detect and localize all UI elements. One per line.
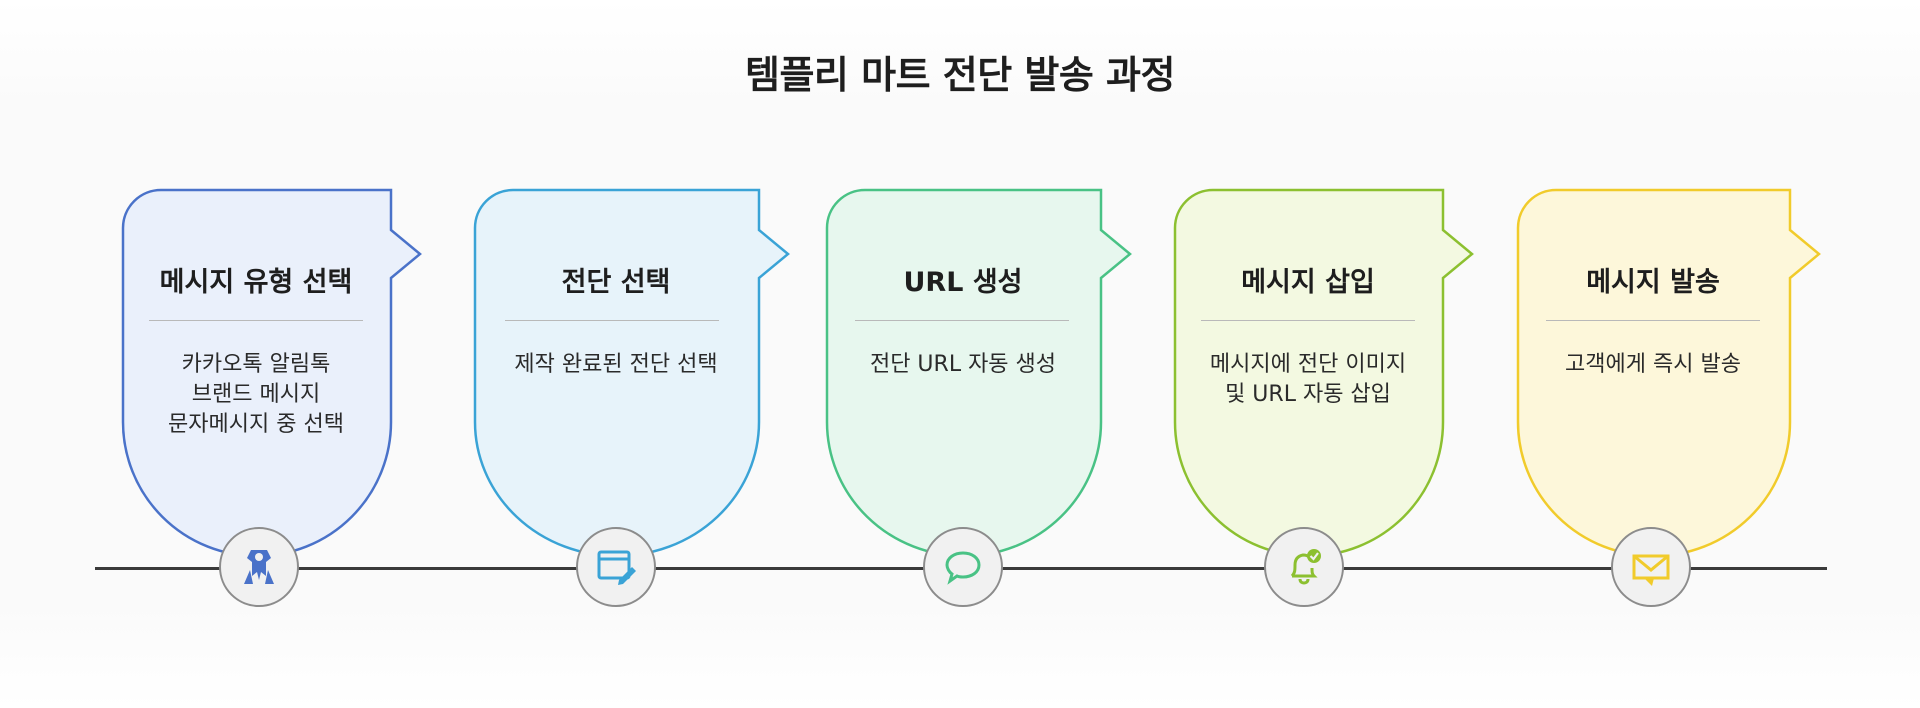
step-description: 메시지에 전단 이미지 및 URL 자동 삽입 [1177, 350, 1439, 410]
step-divider [505, 320, 719, 321]
step-heading: 메시지 삽입 [1241, 267, 1375, 298]
bell-check-icon [1290, 549, 1321, 585]
person-ui-icon [244, 550, 274, 584]
step-node-2 [576, 527, 656, 607]
step-description-line: 메시지에 전단 이미지 [1209, 352, 1407, 377]
step-divider [855, 320, 1069, 321]
step-card-outline [1173, 188, 1474, 558]
step-card-outline [121, 188, 422, 558]
step-description: 고객에게 즉시 발송 [1516, 350, 1790, 380]
step-divider [1546, 320, 1760, 321]
step-card-shape [121, 188, 422, 558]
edit-window-icon [597, 550, 636, 585]
envelope-icon [1632, 554, 1670, 586]
speech-bubble-icon [945, 551, 981, 585]
step-description-line: 브랜드 메시지 [191, 382, 321, 407]
step-card-shape [1516, 188, 1821, 558]
step-card-outline [473, 188, 790, 558]
step-heading: URL 생성 [903, 267, 1023, 298]
step-description-line: 문자메시지 중 선택 [168, 412, 344, 437]
step-card-4: 메시지 삽입 메시지에 전단 이미지 및 URL 자동 삽입 [1173, 188, 1474, 558]
step-heading: 메시지 유형 선택 [159, 267, 353, 298]
step-card-5: 메시지 발송 고객에게 즉시 발송 [1516, 188, 1821, 558]
step-description-line: 고객에게 즉시 발송 [1565, 352, 1741, 377]
step-heading: 메시지 발송 [1586, 267, 1720, 298]
step-divider [1201, 320, 1415, 321]
step-description-line: 전단 URL 자동 생성 [869, 352, 1057, 377]
step-card-2: 전단 선택 제작 완료된 전단 선택 [473, 188, 790, 558]
step-card-shape [825, 188, 1132, 558]
step-node-4 [1264, 527, 1344, 607]
step-description: 제작 완료된 전단 선택 [473, 350, 759, 380]
step-node-1 [219, 527, 299, 607]
step-description-line: 제작 완료된 전단 선택 [514, 352, 718, 377]
step-card-shape [473, 188, 790, 558]
step-card-shape [1173, 188, 1474, 558]
diagram-title: 템플리 마트 전단 발송 과정 [745, 53, 1175, 97]
step-card-outline [1516, 188, 1821, 558]
step-node-3 [923, 527, 1003, 607]
step-description-line: 및 URL 자동 삽입 [1225, 382, 1391, 407]
step-description: 카카오톡 알림톡 브랜드 메시지 문자메시지 중 선택 [125, 350, 387, 440]
step-heading: 전단 선택 [561, 267, 671, 298]
step-description-line: 카카오톡 알림톡 [181, 352, 331, 377]
step-divider [149, 320, 363, 321]
step-card-3: URL 생성 전단 URL 자동 생성 [825, 188, 1132, 558]
step-description: 전단 URL 자동 생성 [825, 350, 1101, 380]
step-card-outline [825, 188, 1132, 558]
step-card-1: 메시지 유형 선택 카카오톡 알림톡 브랜드 메시지 문자메시지 중 선택 [121, 188, 422, 558]
step-node-5 [1611, 527, 1691, 607]
